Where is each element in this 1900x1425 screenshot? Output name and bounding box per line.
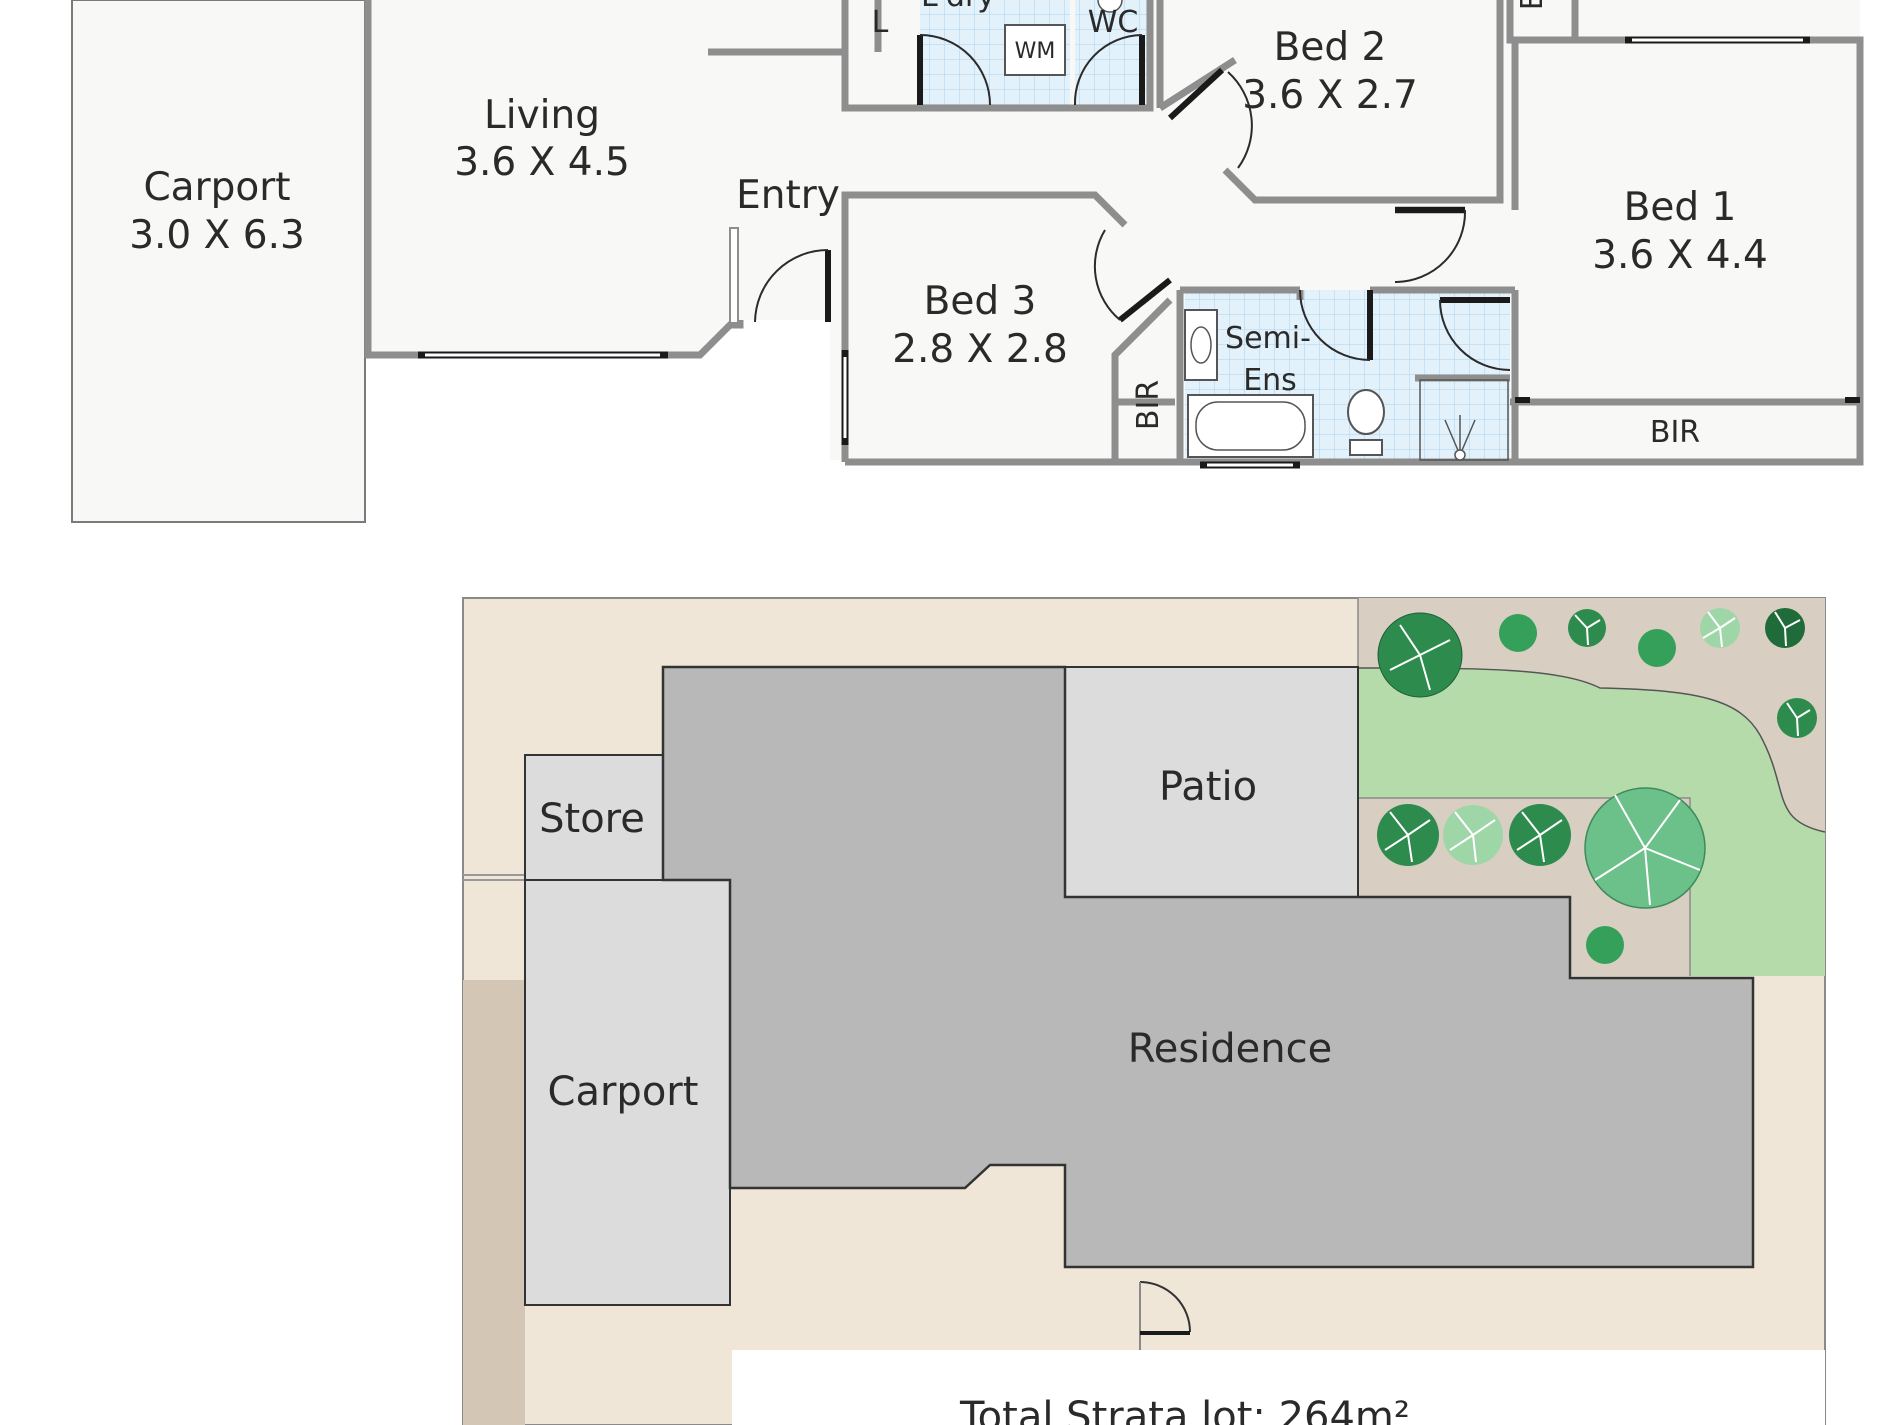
ensuite-door-swing <box>1299 289 1371 361</box>
wc-tiles <box>1075 0 1150 110</box>
floor-plan: Carport 3.0 X 6.3 Living 3.6 X 4.5 Entry… <box>71 0 1864 523</box>
laundry-wall <box>708 0 1154 112</box>
living-label: Living <box>484 93 600 138</box>
bed3-wall <box>841 191 1860 466</box>
ensuite-door2-swing <box>1439 299 1511 371</box>
bed3-door-swing <box>1093 229 1121 321</box>
bed3-door-leaf <box>1118 277 1172 323</box>
linen-label: L <box>872 5 889 40</box>
bathtub-inner <box>1195 401 1306 451</box>
driveway-strip <box>463 980 525 1425</box>
toilet-cistern <box>1349 439 1383 456</box>
tree-icon <box>1586 926 1624 964</box>
semi-ensuite-label-1: Semi- <box>1225 321 1311 356</box>
carport-label: Carport <box>143 165 290 210</box>
shower-head <box>1444 415 1476 456</box>
shower-tray <box>1419 379 1509 461</box>
entry-label: Entry <box>736 173 840 218</box>
wc-door-swing <box>1073 34 1143 106</box>
wc-toilet <box>1097 0 1123 13</box>
bed3-label: Bed 3 <box>924 279 1037 324</box>
washing-machine-label: WM <box>1015 39 1056 64</box>
patio-area <box>1064 666 1359 898</box>
bed2-label: Bed 2 <box>1274 25 1387 70</box>
bed1-dims: 3.6 X 4.4 <box>1592 233 1768 278</box>
basin <box>1190 326 1212 364</box>
washing-machine <box>1004 24 1066 76</box>
garden-bed-border <box>1358 797 1691 976</box>
bir-top-label: B <box>1515 0 1550 10</box>
bir-bed3-label: BIR <box>1131 380 1166 430</box>
carport-area <box>524 879 731 1306</box>
bed2-door-swing <box>1227 71 1253 169</box>
site-plan: Store Carport Patio Residence Total Stra… <box>462 597 1826 1425</box>
laundry-door-swing <box>919 34 991 106</box>
bed2-door-leaf <box>1167 67 1225 121</box>
trees <box>1377 608 1817 964</box>
wc-label: WC <box>1088 5 1139 40</box>
bed1-label: Bed 1 <box>1624 185 1737 230</box>
total-lot-label: Total Strata lot: 264m² <box>959 1394 1410 1425</box>
lot-info-box <box>732 1350 1825 1425</box>
living-wall <box>364 0 744 359</box>
bed3-dims: 2.8 X 2.8 <box>892 327 1068 372</box>
vanity <box>1184 309 1218 381</box>
toilet-bowl <box>1347 389 1385 435</box>
carport-floor <box>71 0 366 523</box>
lawn-edge <box>1357 667 1826 833</box>
lawn <box>1358 668 1825 976</box>
store-area <box>524 754 664 881</box>
residence-label: Residence <box>1128 1026 1333 1072</box>
semi-ensuite-label-2: Ens <box>1243 363 1297 398</box>
store-label: Store <box>539 796 645 842</box>
tree-icon <box>1499 614 1537 652</box>
bed1-door-swing <box>1394 209 1467 283</box>
entry-door-swing <box>754 249 829 323</box>
bed2-dims: 3.6 X 2.7 <box>1242 73 1418 118</box>
patio-label: Patio <box>1159 764 1257 810</box>
ensuite-wall <box>1180 286 1515 382</box>
laundry-label: L'dry <box>921 0 995 14</box>
carport-site-label: Carport <box>548 1069 699 1115</box>
entry-sidelight <box>729 227 739 324</box>
residence-area <box>661 665 1755 1269</box>
site-door <box>1139 1281 1191 1333</box>
living-dims: 3.6 X 4.5 <box>454 140 630 185</box>
bir-bed1-label: BIR <box>1650 415 1700 450</box>
tree-icon <box>1638 629 1676 667</box>
carport-dims: 3.0 X 6.3 <box>129 213 305 258</box>
bed2-wall <box>1156 0 1504 204</box>
